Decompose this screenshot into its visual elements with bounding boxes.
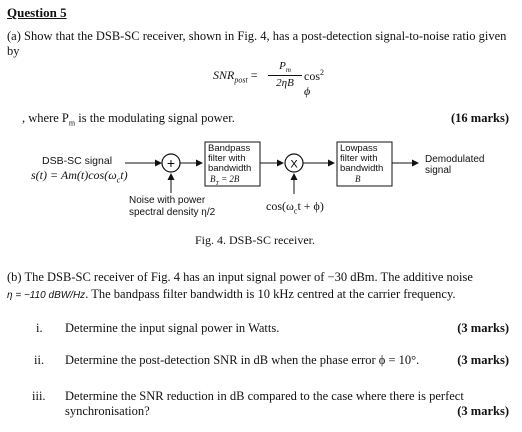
question-title: Question 5 [7, 5, 67, 20]
part-a-text: (a) Show that the DSB-SC receiver, shown… [7, 29, 507, 58]
output-label-line2: signal [425, 165, 452, 176]
mixer-symbol: X [290, 159, 298, 171]
where-text: , where Pm is the modulating signal powe… [22, 111, 235, 128]
adder-symbol: + [167, 155, 175, 171]
formula-numerator: Pm [268, 60, 302, 77]
bandpass-filter-box [204, 141, 261, 187]
part-b-text-line2: η = −110 dBW/Hz. The bandpass filter ban… [7, 287, 456, 301]
formula-fraction: Pm 2ηB [268, 60, 302, 89]
lo-label: cos(ωct + ϕ) [266, 199, 324, 216]
sub-question-i-marks: (3 marks) [457, 321, 509, 335]
formula-cos: cos2 ϕ [304, 68, 324, 98]
sub-question-ii-marks: (3 marks) [457, 353, 509, 367]
lpf-label: Lowpass filter with bandwidth B [340, 143, 384, 185]
lowpass-filter-box [336, 141, 393, 187]
noise-label-line1: Noise with power [129, 195, 206, 206]
output-label-line1: Demodulated [425, 154, 485, 165]
input-expression: s(t) = Am(t)cos(ωct) [31, 168, 128, 185]
figure-caption: Fig. 4. DSB-SC receiver. [195, 233, 315, 247]
part-a-marks: (16 marks) [451, 111, 509, 125]
noise-label-line2: spectral density η/2 [129, 207, 216, 218]
sub-question-iii-marks: (3 marks) [457, 404, 509, 418]
formula-denominator: 2ηB [276, 77, 294, 90]
bpf-label: Bandpass filter with bandwidth BT = 2B [208, 143, 252, 187]
snr-formula: SNRpost = Pm 2ηB cos2 ϕ [213, 60, 333, 98]
sub-question-ii: ii. Determine the post-detection SNR in … [34, 353, 420, 367]
sub-question-i: i. Determine the input signal power in W… [36, 321, 280, 335]
block-diagram: + X [125, 141, 419, 194]
input-label: DSB-SC signal [42, 155, 113, 167]
sub-question-iii: iii. Determine the SNR reduction in dB c… [32, 389, 464, 418]
formula-lhs: SNRpost = [213, 68, 258, 85]
part-b-text-line1: (b) The DSB-SC receiver of Fig. 4 has an… [7, 270, 473, 284]
